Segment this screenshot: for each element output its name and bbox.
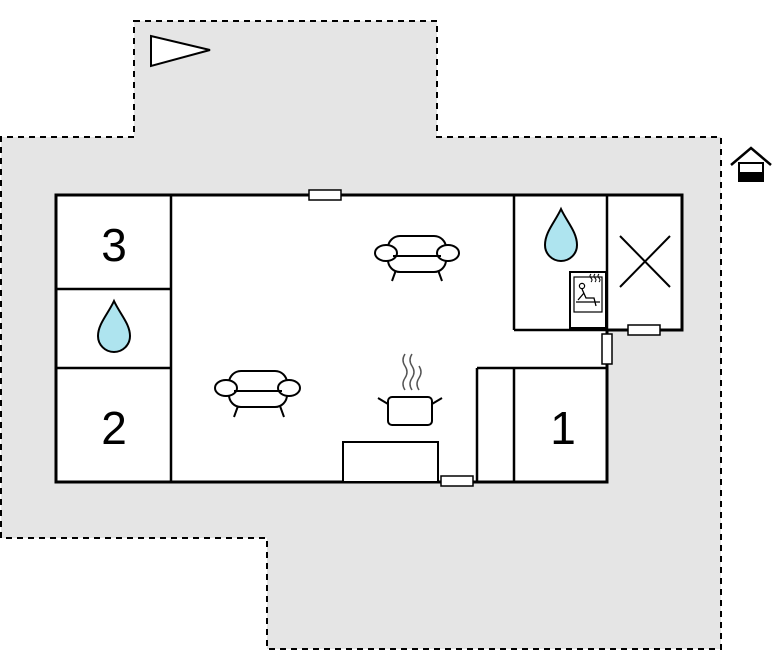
sofa-icon (374, 235, 460, 282)
door-icon (601, 333, 613, 365)
door-icon (627, 324, 661, 336)
room-label-1: 1 (550, 402, 576, 454)
room-label-3: 3 (101, 219, 127, 271)
door-icon (308, 189, 342, 201)
water-drop-icon (543, 206, 579, 262)
cross-icon (619, 235, 671, 288)
building-floor (56, 195, 682, 482)
kitchen-counter (342, 441, 439, 483)
north-arrow-icon (150, 34, 211, 68)
room-label-2: 2 (101, 402, 127, 454)
sauna-icon (569, 271, 607, 329)
water-drop-icon (96, 298, 132, 353)
sofa-icon (214, 370, 301, 418)
house-entrance-icon (730, 146, 772, 182)
door-icon (440, 475, 474, 487)
cooking-pot-icon (377, 353, 443, 426)
